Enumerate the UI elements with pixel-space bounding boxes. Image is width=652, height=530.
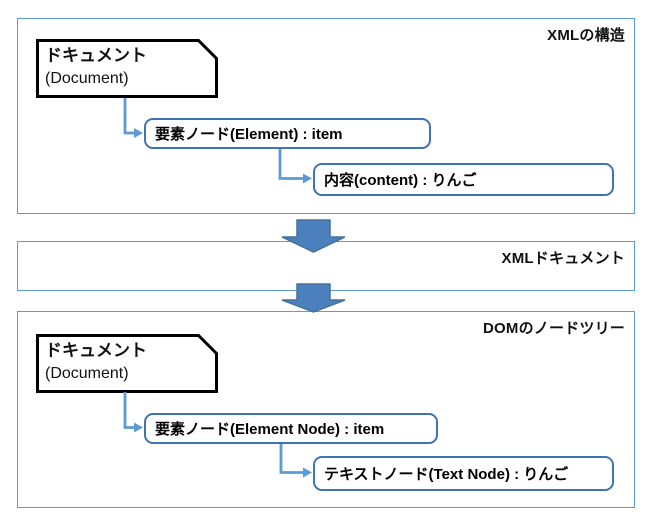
section-title-dom-tree: DOMのノードツリー bbox=[483, 320, 625, 337]
document-shape bbox=[36, 334, 218, 393]
document-node-line1: ドキュメント bbox=[45, 46, 147, 65]
dom-text-node-box: テキストノード(Text Node) : りんご bbox=[313, 456, 614, 491]
element-node-label: 要素ノード(Element) : item bbox=[155, 126, 343, 143]
document-node-line2: (Document) bbox=[45, 70, 129, 87]
dom-document-node-line2: (Document) bbox=[45, 365, 129, 382]
content-node-label: 内容(content) : りんご bbox=[324, 172, 477, 189]
section-xml-document: XMLドキュメント bbox=[17, 241, 635, 291]
document-shape bbox=[36, 39, 218, 98]
section-title-xml-document: XMLドキュメント bbox=[501, 250, 625, 267]
dom-element-node-label: 要素ノード(Element Node) : item bbox=[155, 421, 385, 438]
section-dom-tree: DOMのノードツリー ドキュメント (Document) 要素ノード(Eleme… bbox=[17, 311, 635, 508]
section-title-xml-structure: XMLの構造 bbox=[547, 27, 625, 44]
document-node-label: ドキュメント (Document) bbox=[45, 44, 147, 90]
dom-document-node-label: ドキュメント (Document) bbox=[45, 339, 147, 385]
content-node-box: 内容(content) : りんご bbox=[313, 163, 614, 196]
section-xml-structure: XMLの構造 ドキュメント (Document) 要素ノード(Element) … bbox=[17, 18, 635, 214]
dom-text-node-label: テキストノード(Text Node) : りんご bbox=[324, 466, 569, 483]
dom-document-node-line1: ドキュメント bbox=[45, 341, 147, 360]
dom-element-node-box: 要素ノード(Element Node) : item bbox=[144, 413, 438, 444]
document-node-box: ドキュメント (Document) bbox=[36, 39, 218, 98]
dom-document-node-box: ドキュメント (Document) bbox=[36, 334, 218, 393]
element-node-box: 要素ノード(Element) : item bbox=[144, 118, 431, 149]
